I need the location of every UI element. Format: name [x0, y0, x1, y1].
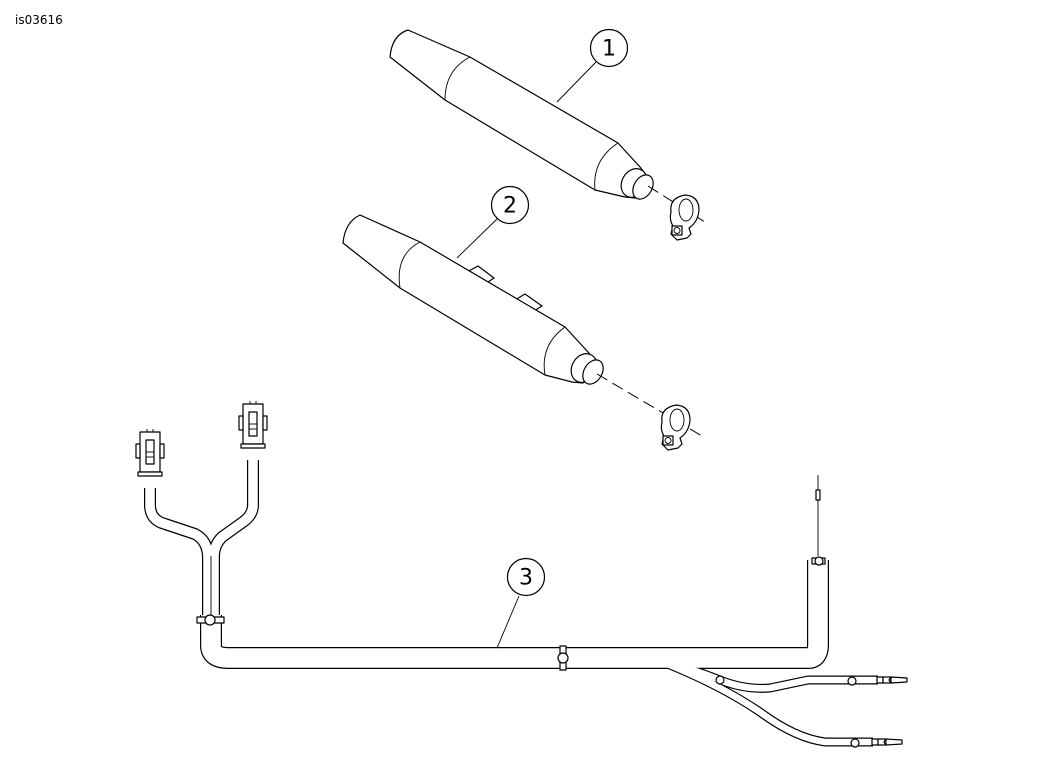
muffler-1: [389, 29, 709, 241]
clamp-1: [669, 194, 700, 241]
callout-1: 1: [556, 28, 629, 103]
wiring-harness-3: [135, 400, 908, 748]
svg-text:1: 1: [602, 37, 616, 62]
clamp-2: [660, 404, 691, 451]
svg-text:2: 2: [503, 194, 517, 219]
callout-3: 3: [496, 557, 546, 649]
svg-text:3: 3: [519, 566, 533, 591]
muffler-2: [342, 214, 703, 451]
figure-id: is03616: [15, 13, 63, 27]
callout-2: 2: [456, 185, 530, 259]
